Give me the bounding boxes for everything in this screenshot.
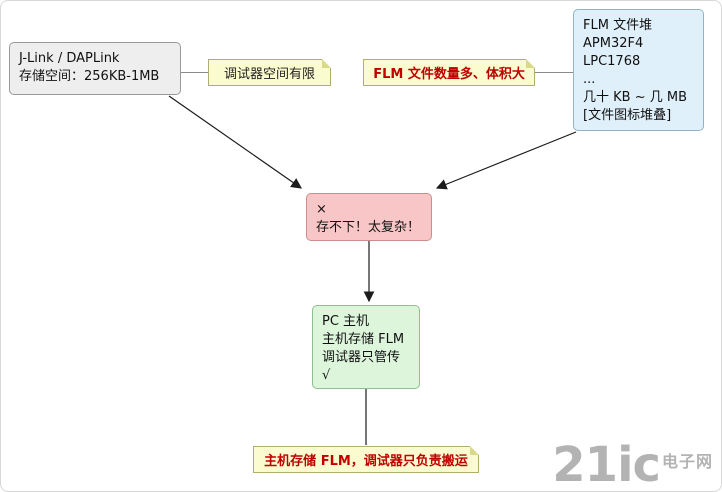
node-solution-title: PC 主机 bbox=[322, 314, 370, 329]
node-flm-stack-size: 几十 KB ~ 几 MB bbox=[583, 90, 688, 105]
edge-debugger-to-problem bbox=[168, 95, 302, 189]
note-debugger-space-text: 调试器空间有限 bbox=[223, 67, 315, 82]
node-flm-stack-item: APM32F4 bbox=[583, 36, 644, 51]
note-flm-size: FLM 文件数量多、体积大 bbox=[363, 59, 535, 86]
cross-mark-icon: × bbox=[316, 202, 327, 217]
note-flm-size-text: FLM 文件数量多、体积大 bbox=[373, 67, 525, 82]
note-conclusion-text: 主机存储 FLM，调试器只负责搬运 bbox=[264, 454, 468, 469]
node-problem: × 存不下！太复杂！ bbox=[306, 193, 432, 241]
node-debugger-title: J-Link / DAPLink bbox=[19, 51, 120, 66]
node-flm-stack-item: LPC1768 bbox=[583, 54, 641, 69]
node-flm-stack: FLM 文件堆 APM32F4 LPC1768 ... 几十 KB ~ 几 MB… bbox=[573, 9, 704, 131]
node-solution-line: 主机存储 FLM bbox=[322, 332, 405, 347]
watermark-suffix: 电子网 bbox=[661, 452, 713, 472]
node-debugger-storage: 存储空间：256KB-1MB bbox=[19, 69, 160, 84]
check-mark-icon: √ bbox=[322, 368, 331, 383]
node-problem-text: 存不下！太复杂！ bbox=[316, 220, 421, 235]
watermark-brand: 21ic bbox=[552, 437, 661, 492]
edge-flm-to-problem bbox=[435, 131, 577, 190]
node-solution: PC 主机 主机存储 FLM 调试器只管传 √ bbox=[312, 305, 420, 389]
node-flm-stack-caption: [文件图标堆叠] bbox=[583, 108, 672, 123]
watermark-21ic: 21ic 电子网 bbox=[552, 437, 713, 492]
node-solution-line: 调试器只管传 bbox=[322, 350, 401, 365]
node-flm-stack-title: FLM 文件堆 bbox=[583, 18, 653, 33]
node-debugger: J-Link / DAPLink 存储空间：256KB-1MB bbox=[9, 42, 181, 95]
node-flm-stack-ellipsis: ... bbox=[583, 72, 596, 87]
note-debugger-space: 调试器空间有限 bbox=[208, 59, 331, 86]
note-conclusion: 主机存储 FLM，调试器只负责搬运 bbox=[253, 446, 479, 473]
